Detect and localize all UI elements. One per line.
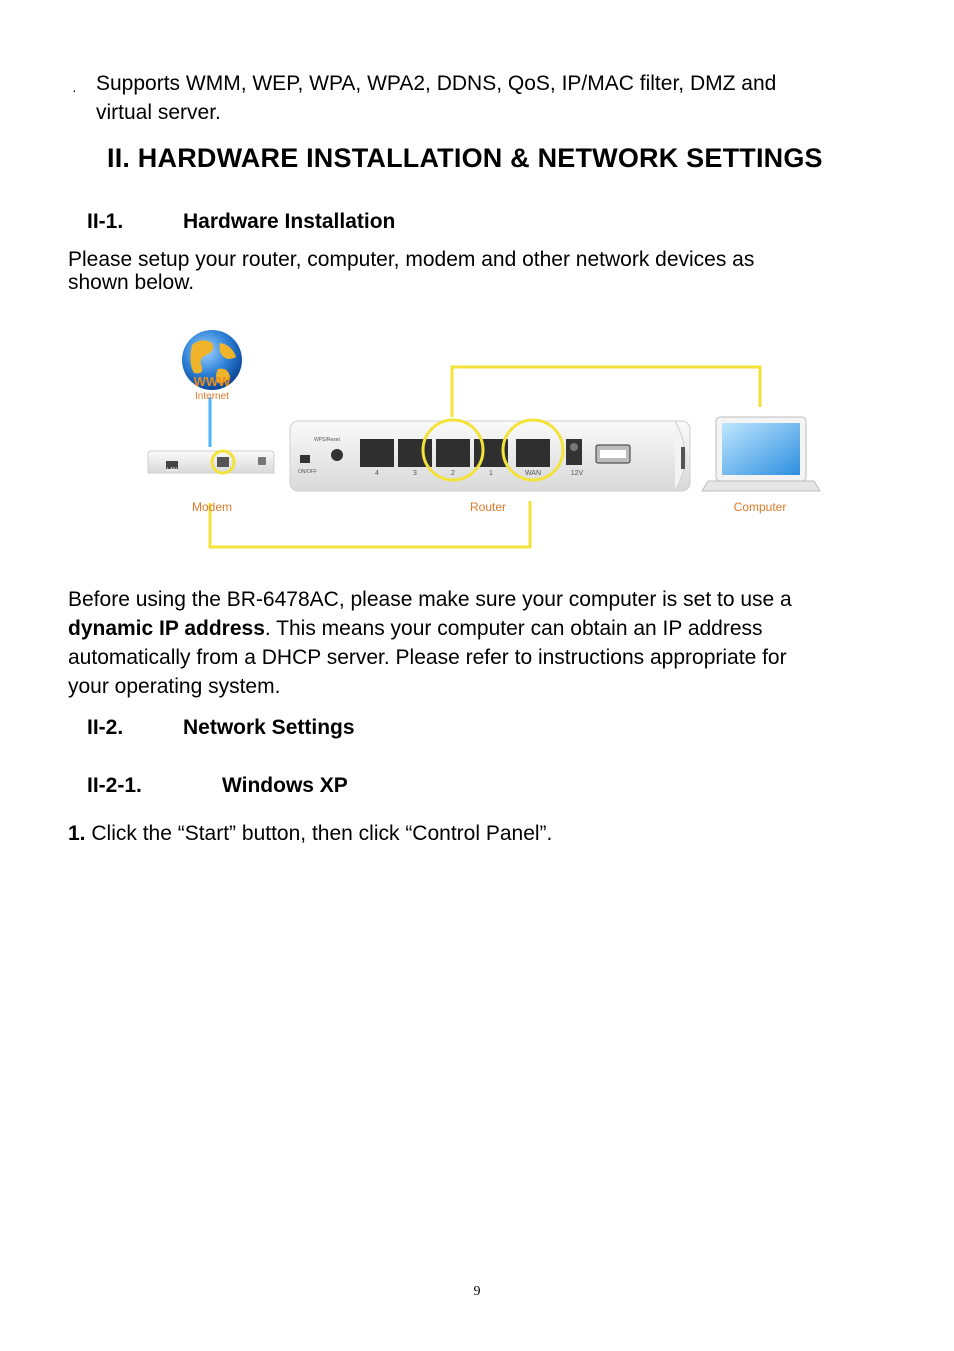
port-label-3: 3 xyxy=(413,470,417,477)
intro-paragraph: Please setup your router, computer, mode… xyxy=(68,248,868,294)
connection-lines xyxy=(208,365,762,549)
www-label: WWW xyxy=(194,374,232,389)
port-label-4: 4 xyxy=(375,470,379,477)
network-diagram: WWW Internet LAN Modem ON/OFF WPS/Reset xyxy=(147,330,821,549)
modem-port-label: LAN xyxy=(167,467,177,473)
router-label: Router xyxy=(470,500,506,514)
section-title: II. HARDWARE INSTALLATION & NETWORK SETT… xyxy=(107,143,823,173)
subsection-heading-network: II-2. Network Settings xyxy=(87,716,355,740)
bold-term: dynamic IP address xyxy=(68,617,265,640)
port-label-wan: WAN xyxy=(525,470,541,477)
computer-laptop-icon: Computer xyxy=(701,416,821,514)
para-line-3: automatically from a DHCP server. Please… xyxy=(68,646,787,669)
switch-label: ON/OFF xyxy=(298,469,317,475)
internet-label: Internet xyxy=(195,391,229,402)
dynamic-ip-paragraph: Before using the BR-6478AC, please make … xyxy=(68,585,888,701)
wps-label: WPS/Reset xyxy=(314,437,340,443)
lan-ports xyxy=(360,439,631,467)
subsection-heading-windows-xp: II-2-1. Windows XP xyxy=(87,774,348,798)
router-device: ON/OFF WPS/Reset 4 3 2 1 WAN 12V Router xyxy=(289,418,691,514)
para-line-4: your operating system. xyxy=(68,675,281,698)
subsection-number: II-2-1. xyxy=(87,774,142,797)
para-line-1: Before using the BR-6478AC, please make … xyxy=(68,588,792,611)
internet-globe-icon: WWW Internet xyxy=(182,330,242,402)
bullet-line-2: virtual server. xyxy=(96,101,221,124)
subsection-title: Windows XP xyxy=(222,774,348,797)
intro-line-2: shown below. xyxy=(68,271,195,294)
step-text: Click the “Start” button, then click “Co… xyxy=(91,822,553,845)
modem-to-wan-line xyxy=(208,501,532,549)
computer-label: Computer xyxy=(734,500,787,514)
bullet-marker: · xyxy=(72,82,77,98)
subsection-title: Network Settings xyxy=(183,716,355,739)
bullet-line-1: Supports WMM, WEP, WPA, WPA2, DDNS, QoS,… xyxy=(96,72,777,95)
port-label-12v: 12V xyxy=(571,470,584,477)
port-label-1: 1 xyxy=(489,470,493,477)
bullet-text: Supports WMM, WEP, WPA, WPA2, DDNS, QoS,… xyxy=(96,69,856,127)
page-number: 9 xyxy=(473,1284,481,1299)
para-line-2: dynamic IP address. This means your comp… xyxy=(68,614,888,643)
lan-to-computer-line xyxy=(450,365,762,417)
lan-port-highlight xyxy=(421,418,485,482)
subsection-number: II-1. xyxy=(87,210,124,233)
port-label-2: 2 xyxy=(451,470,455,477)
wan-port-highlight xyxy=(501,418,565,482)
para-line-2-rest: . This means your computer can obtain an… xyxy=(264,617,763,640)
intro-line-1: Please setup your router, computer, mode… xyxy=(68,248,755,271)
modem-device: LAN Modem xyxy=(147,449,275,514)
subsection-number: II-2. xyxy=(87,716,124,739)
step-1: 1. Click the “Start” button, then click … xyxy=(68,819,552,848)
subsection-heading-hardware: II-1. Hardware Installation xyxy=(87,210,395,234)
modem-label: Modem xyxy=(192,500,232,514)
step-number: 1. xyxy=(68,822,86,845)
subsection-title: Hardware Installation xyxy=(183,210,396,233)
modem-port-highlight xyxy=(210,449,236,475)
